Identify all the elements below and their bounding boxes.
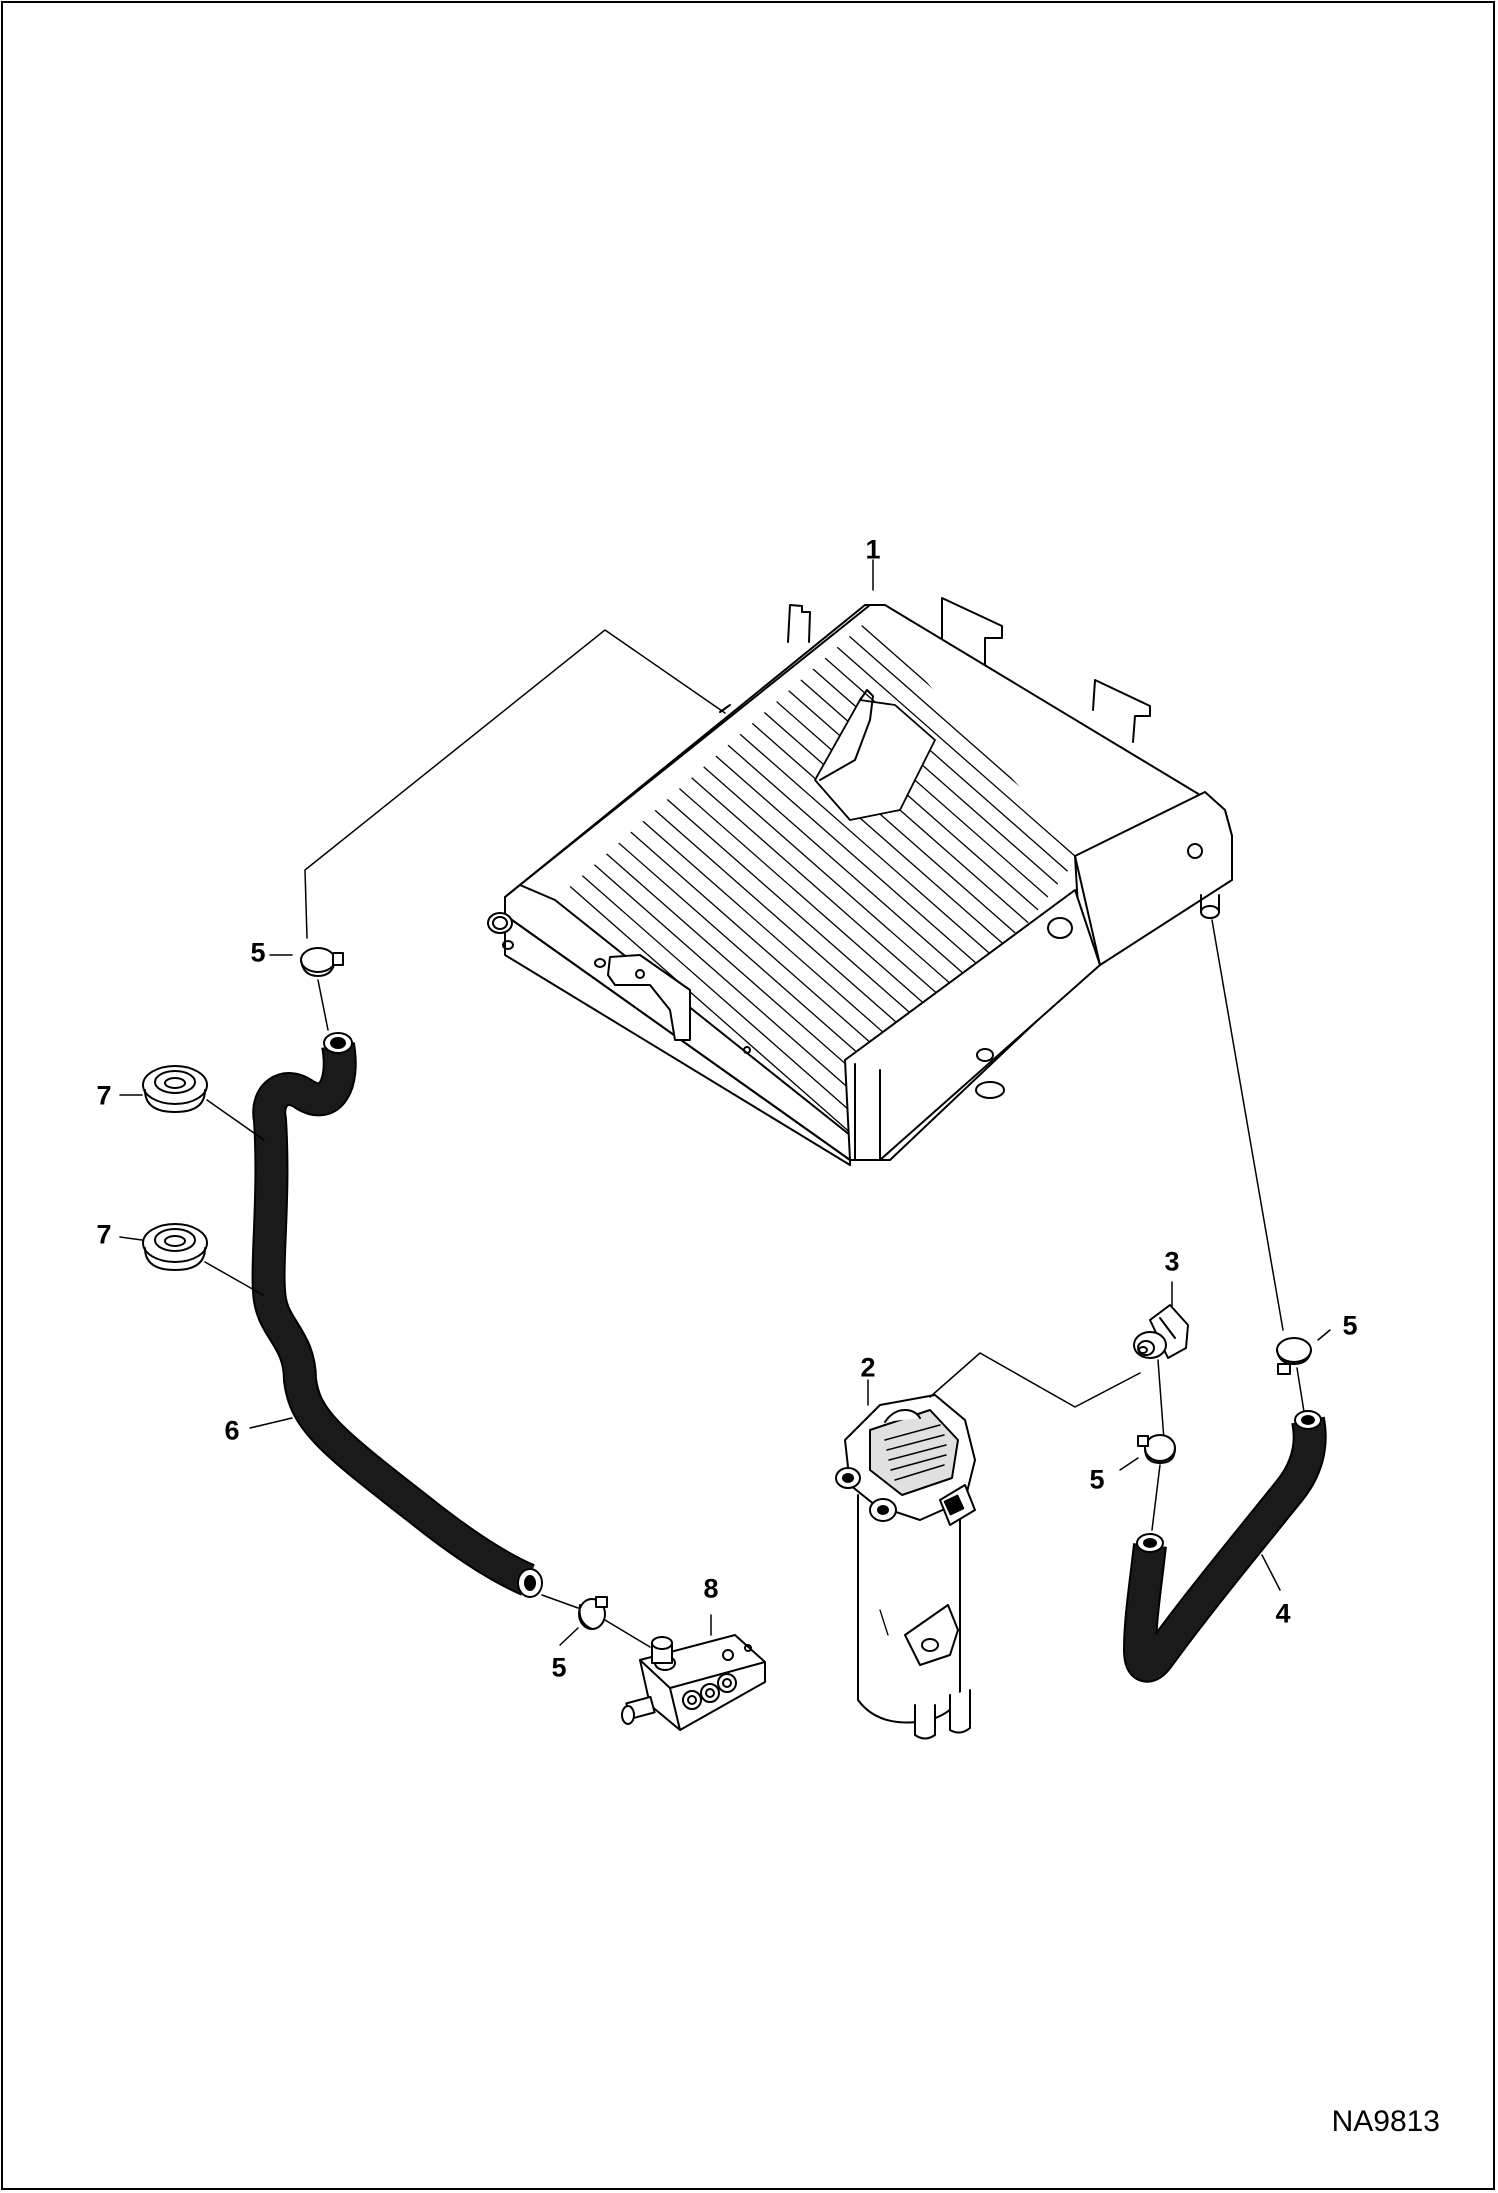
leader-line — [1151, 1464, 1161, 1531]
callout-grommet-upper: 7 — [96, 1080, 112, 1111]
callout-fitting: 8 — [703, 1573, 719, 1604]
hose-clamp — [1137, 1434, 1176, 1464]
leader-line — [1157, 1359, 1165, 1441]
leader-line — [1211, 919, 1284, 1331]
figure-id: NA9813 — [1331, 2105, 1440, 2138]
callout-leader — [249, 1417, 293, 1429]
callout-hose-right: 4 — [1275, 1598, 1291, 1629]
leader-line — [541, 1594, 579, 1609]
hose-right — [1123, 1410, 1327, 1683]
callout-leader — [1317, 1329, 1331, 1341]
leader-line — [317, 979, 329, 1031]
hose-clamp — [300, 947, 344, 977]
leader-line — [1296, 1367, 1306, 1419]
hose-clamp — [578, 1596, 608, 1630]
callout-leader — [119, 1236, 143, 1241]
leader-line — [304, 629, 726, 939]
callout-hose-left: 6 — [224, 1415, 240, 1446]
fitting-block — [621, 1634, 766, 1731]
hose-clamp — [1276, 1337, 1312, 1375]
mount-tab — [787, 604, 811, 643]
callout-sensor: 3 — [1164, 1246, 1180, 1277]
callout-clamp-top-left: 5 — [250, 937, 266, 968]
mount-tab — [941, 597, 1003, 669]
leader-line — [206, 1099, 265, 1141]
coolant-tank — [835, 1394, 976, 1740]
hose-left — [251, 1032, 543, 1598]
callout-clamp-bottom-left: 5 — [551, 1652, 567, 1683]
leader-line — [929, 1352, 1141, 1408]
callout-leader — [1119, 1457, 1139, 1471]
radiator — [487, 597, 1233, 1166]
callout-tank: 2 — [860, 1352, 876, 1383]
callout-clamp-sensor: 5 — [1089, 1464, 1105, 1495]
callout-leader — [1261, 1554, 1281, 1591]
leader-line — [604, 1619, 651, 1648]
callout-clamp-right: 5 — [1342, 1310, 1358, 1341]
callout-grommet-lower: 7 — [96, 1219, 112, 1250]
callout-radiator: 1 — [865, 534, 881, 565]
mount-tab — [1092, 679, 1151, 743]
callout-leader — [559, 1627, 579, 1646]
temperature-sensor — [1133, 1304, 1189, 1359]
leader-line — [204, 1261, 264, 1296]
grommet — [142, 1065, 208, 1113]
grommet — [142, 1223, 208, 1271]
